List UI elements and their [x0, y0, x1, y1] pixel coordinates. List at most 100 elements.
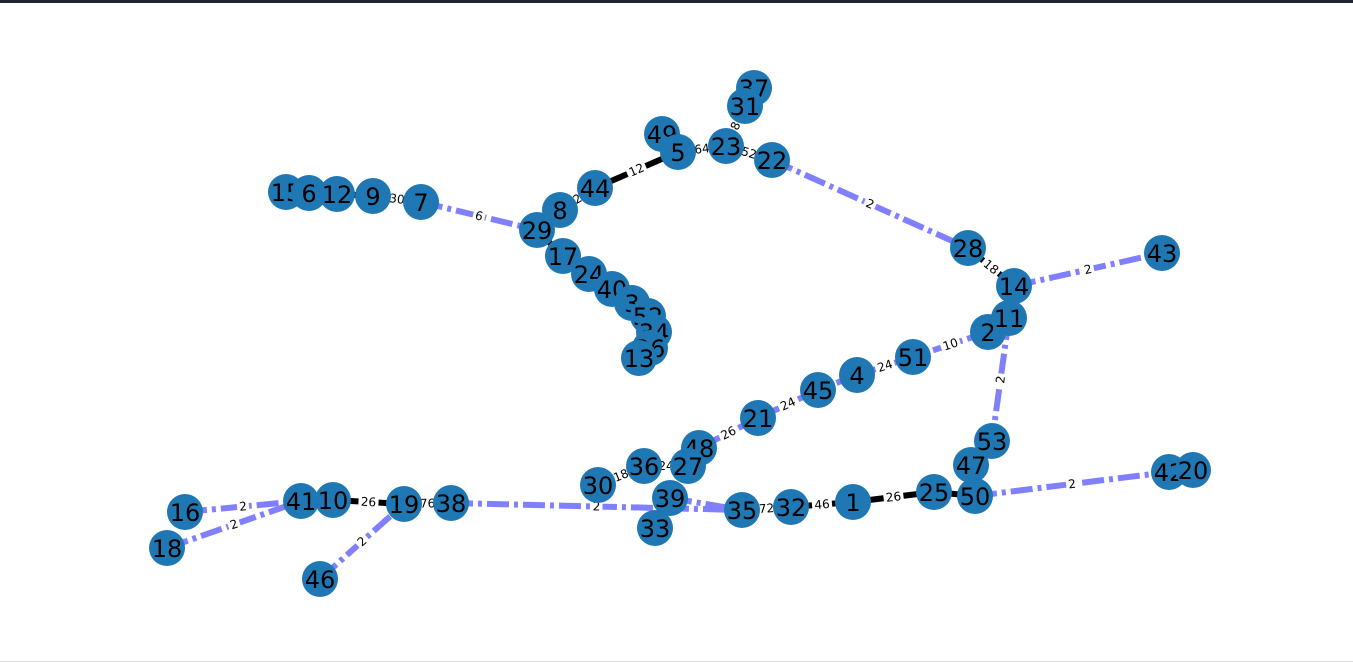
node-label: 39	[655, 485, 686, 513]
node-circle	[1144, 235, 1180, 271]
edge-label-background	[471, 206, 487, 225]
edge-label-group: 30	[386, 189, 408, 208]
edge-label: 26	[360, 495, 376, 510]
node-label: 43	[1147, 240, 1178, 268]
edge-label-group: 24	[873, 355, 897, 376]
edge-label-group: 26	[715, 421, 741, 444]
node-label: 50	[960, 483, 991, 511]
edge-label-group: 6	[471, 206, 487, 225]
node-12: 12	[319, 176, 355, 212]
edge-label-group: 2	[1065, 475, 1079, 492]
node-label: 16	[170, 499, 201, 527]
node-circle	[319, 176, 355, 212]
edge-label-group: 46	[811, 495, 833, 513]
node-circle	[167, 494, 203, 530]
edge-label-group: 24	[775, 392, 801, 415]
edge-7-29	[420, 199, 538, 233]
node-circle	[403, 184, 439, 220]
window-top-bar	[0, 0, 1353, 3]
node-circle	[1175, 452, 1211, 488]
node-circle	[708, 128, 744, 164]
nodes-layer: 3731495232244156129782917244035234261328…	[149, 70, 1211, 597]
node-label: 6	[301, 180, 316, 208]
node-circle	[386, 486, 422, 522]
edge-label-background	[978, 254, 1004, 279]
node-circle	[991, 300, 1027, 336]
node-label: 28	[953, 235, 984, 263]
node-circle	[652, 480, 688, 516]
edge-label: 12	[627, 161, 647, 180]
node-label: 47	[956, 452, 987, 480]
node-label: 13	[624, 345, 655, 373]
node-circle	[626, 448, 662, 484]
node-label: 35	[727, 497, 758, 525]
node-51: 51	[895, 339, 931, 375]
edge-label-background	[1080, 260, 1096, 278]
node-circle	[433, 485, 469, 521]
node-label: 8	[552, 197, 567, 225]
node-label: 19	[389, 491, 420, 519]
edge-label: 76	[420, 496, 436, 510]
node-43: 43	[1144, 235, 1180, 271]
node-13: 13	[621, 340, 657, 376]
node-label: 27	[673, 453, 704, 481]
edge-label-background	[873, 355, 897, 376]
node-22: 22	[754, 142, 790, 178]
node-39: 39	[652, 480, 688, 516]
edge-label-background	[756, 499, 777, 517]
node-label: 9	[365, 183, 380, 211]
node-38: 38	[433, 485, 469, 521]
node-label: 20	[1178, 457, 1209, 485]
node-circle	[974, 423, 1010, 459]
edge-label-background	[225, 514, 242, 534]
edge-label-group: 2	[861, 194, 879, 213]
node-label: 12	[322, 181, 353, 209]
node-53: 53	[974, 423, 1010, 459]
node-label: 32	[776, 494, 807, 522]
edge-label-background	[417, 495, 438, 511]
node-41: 41	[283, 483, 319, 519]
edge-label-group: 76	[417, 495, 438, 511]
node-14: 14	[996, 268, 1032, 304]
node-circle	[577, 170, 613, 206]
node-circle	[953, 447, 989, 483]
node-label: 22	[757, 147, 788, 175]
node-47: 47	[953, 447, 989, 483]
node-label: 29	[522, 217, 553, 245]
node-circle	[621, 340, 657, 376]
node-2: 2	[970, 314, 1006, 350]
edge-11-53	[989, 317, 1012, 442]
node-circle	[283, 483, 319, 519]
edge-labels-layer: 8645212230621821022424262418822646722762…	[225, 117, 1096, 551]
node-44: 44	[577, 170, 613, 206]
edge-16-41	[184, 498, 302, 515]
edge-label: 26	[719, 423, 739, 442]
node-23: 23	[708, 128, 744, 164]
edge-label-group: 10	[938, 333, 963, 355]
edge-label-background	[938, 333, 963, 355]
node-circle	[996, 268, 1032, 304]
edge-label-background	[882, 487, 905, 506]
node-5: 5	[660, 134, 696, 170]
edge-label: 24	[658, 459, 673, 473]
node-circle	[291, 175, 327, 211]
node-circle	[519, 212, 555, 248]
node-circle	[916, 474, 952, 510]
edge-label: 2	[1083, 262, 1094, 277]
node-31: 31	[727, 88, 763, 124]
edge-label-background	[352, 531, 372, 551]
node-circle	[950, 230, 986, 266]
node-label: 23	[711, 133, 742, 161]
edge-label-background	[991, 372, 1009, 387]
edge-50-42	[974, 469, 1170, 499]
edge-label: 2	[593, 499, 601, 513]
node-label: 51	[898, 344, 929, 372]
edge-label-background	[715, 421, 741, 444]
node-circle	[355, 178, 391, 214]
node-7: 7	[403, 184, 439, 220]
node-45: 45	[800, 372, 836, 408]
node-circle	[637, 510, 673, 546]
node-label: 18	[152, 535, 183, 563]
node-4: 4	[839, 357, 875, 393]
